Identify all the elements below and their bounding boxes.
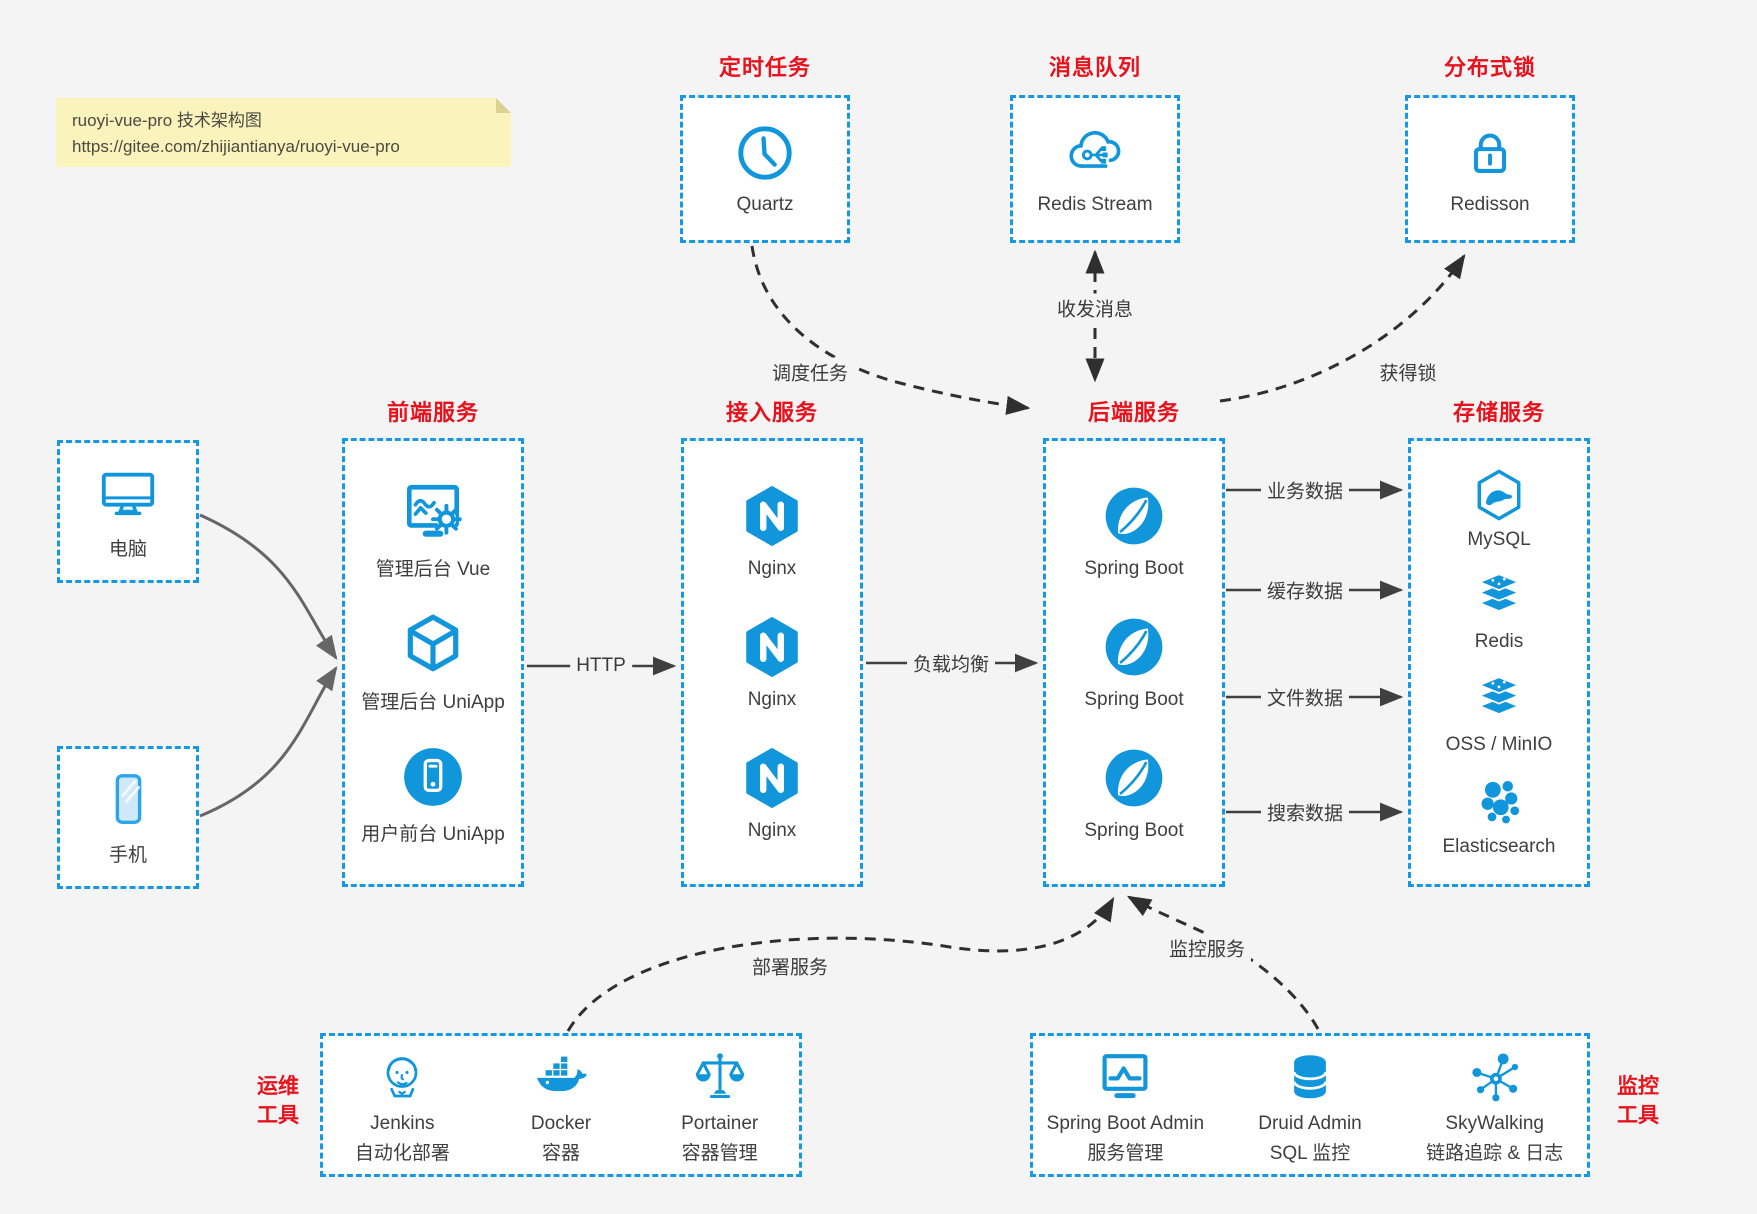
- gateway-item-nginx-3: Nginx: [739, 745, 805, 842]
- arrow-pc-to-frontend: [199, 513, 338, 660]
- gateway-item-nginx-2: Nginx: [739, 614, 805, 711]
- nginx-icon: [739, 614, 805, 680]
- ops-item-jenkins: Jenkins 自动化部署: [323, 1036, 482, 1174]
- group-title-backend: 后端服务: [1087, 400, 1181, 425]
- storage-box: MySQL Redis OSS / MinIO Elasticsearch: [1408, 438, 1590, 887]
- mysql-icon: [1471, 467, 1527, 523]
- edge-label-file-data: 文件数据: [1260, 682, 1350, 712]
- arrow-deploy-service: [566, 896, 1115, 1032]
- elasticsearch-icon: [1471, 774, 1527, 830]
- monitor-item-sba: Spring Boot Admin 服务管理: [1033, 1036, 1218, 1174]
- ops-side-label: 运维 工具: [257, 1075, 299, 1128]
- object-storage-icon: [1471, 672, 1527, 728]
- edge-label-business-data: 业务数据: [1260, 475, 1350, 505]
- ops-box: Jenkins 自动化部署 Docker 容器 Portainer 容器管理: [320, 1033, 802, 1177]
- cloud-share-icon: [1064, 122, 1126, 184]
- nginx-icon: [739, 745, 805, 811]
- note-url: https://gitee.com/zhijiantianya/ruoyi-vu…: [72, 137, 400, 157]
- group-title-gateway: 接入服务: [725, 400, 819, 425]
- ops-item-docker: Docker 容器: [482, 1036, 641, 1174]
- gateway-box: Nginx Nginx Nginx: [681, 438, 863, 887]
- edge-label-cache-data: 缓存数据: [1260, 575, 1350, 605]
- client-mobile-label: 手机: [108, 844, 147, 866]
- monitor-side-label: 监控 工具: [1617, 1075, 1659, 1128]
- scheduler-label: Quartz: [736, 194, 794, 215]
- monitor-item-druid: Druid Admin SQL 监控: [1218, 1036, 1403, 1174]
- docker-whale-icon: [532, 1048, 590, 1106]
- druid-database-icon: [1281, 1048, 1339, 1106]
- jenkins-icon: [373, 1048, 431, 1106]
- spring-boot-icon: [1101, 745, 1167, 811]
- gateway-item-nginx-1: Nginx: [739, 483, 805, 580]
- spring-boot-icon: [1101, 483, 1167, 549]
- storage-item-elasticsearch: Elasticsearch: [1443, 774, 1556, 858]
- backend-item-springboot-3: Spring Boot: [1084, 745, 1184, 842]
- client-mobile-box: 手机: [57, 746, 199, 889]
- client-pc-box: 电脑: [57, 440, 199, 583]
- smartphone-icon: [97, 769, 159, 831]
- storage-item-mysql: MySQL: [1467, 467, 1531, 551]
- desktop-icon: [97, 463, 159, 525]
- uniapp-cube-icon: [400, 612, 466, 678]
- client-pc-label: 电脑: [108, 538, 147, 560]
- group-title-scheduler: 定时任务: [718, 55, 812, 80]
- user-app-icon: [400, 744, 466, 810]
- edge-label-load-balance: 负载均衡: [906, 648, 996, 678]
- group-title-lock: 分布式锁: [1443, 55, 1537, 80]
- mq-box: Redis Stream: [1010, 95, 1180, 243]
- clock-icon: [734, 122, 796, 184]
- storage-item-redis: Redis: [1471, 569, 1527, 653]
- scheduler-box: Quartz: [680, 95, 850, 243]
- frontend-item-admin-vue: 管理后台 Vue: [376, 479, 490, 581]
- nginx-icon: [739, 483, 805, 549]
- backend-item-springboot-1: Spring Boot: [1084, 483, 1184, 580]
- edge-label-message: 收发消息: [1050, 293, 1140, 323]
- group-title-frontend: 前端服务: [386, 400, 480, 425]
- edge-label-search-data: 搜索数据: [1260, 797, 1350, 827]
- edge-label-deploy: 部署服务: [745, 951, 835, 981]
- ops-item-portainer: Portainer 容器管理: [640, 1036, 799, 1174]
- frontend-item-admin-uniapp: 管理后台 UniApp: [361, 612, 505, 714]
- edge-label-http: HTTP: [570, 654, 632, 678]
- arrow-mobile-to-frontend: [199, 665, 338, 818]
- admin-vue-icon: [400, 479, 466, 545]
- storage-item-oss-minio: OSS / MinIO: [1446, 672, 1552, 756]
- edge-label-monitoring: 监控服务: [1162, 933, 1252, 963]
- lock-box: Redisson: [1405, 95, 1575, 243]
- group-title-storage: 存储服务: [1452, 400, 1546, 425]
- edge-label-acquire-lock: 获得锁: [1373, 357, 1443, 387]
- note-fold-corner: [496, 98, 511, 113]
- note-title: ruoyi-vue-pro 技术架构图: [72, 111, 262, 130]
- backend-box: Spring Boot Spring Boot Spring Boot: [1043, 438, 1225, 887]
- monitor-item-skywalking: SkyWalking 链路追踪 & 日志: [1402, 1036, 1587, 1174]
- frontend-box: 管理后台 Vue 管理后台 UniApp 用户前台 UniApp: [342, 438, 524, 887]
- skywalking-topology-icon: [1466, 1048, 1524, 1106]
- portainer-scales-icon: [691, 1048, 749, 1106]
- spring-boot-icon: [1101, 614, 1167, 680]
- frontend-item-user-uniapp: 用户前台 UniApp: [361, 744, 505, 846]
- lock-icon: [1459, 122, 1521, 184]
- edge-label-schedule: 调度任务: [765, 357, 855, 387]
- sticky-note: ruoyi-vue-pro 技术架构图 https://gitee.com/zh…: [56, 98, 511, 167]
- mq-label: Redis Stream: [1037, 194, 1153, 215]
- arrow-monitor-service: [1126, 895, 1320, 1030]
- group-title-mq: 消息队列: [1048, 55, 1142, 80]
- redis-stack-icon: [1471, 569, 1527, 625]
- backend-item-springboot-2: Spring Boot: [1084, 614, 1184, 711]
- monitor-box: Spring Boot Admin 服务管理 Druid Admin SQL 监…: [1030, 1033, 1590, 1177]
- lock-label: Redisson: [1450, 194, 1530, 215]
- monitor-chart-icon: [1096, 1048, 1154, 1106]
